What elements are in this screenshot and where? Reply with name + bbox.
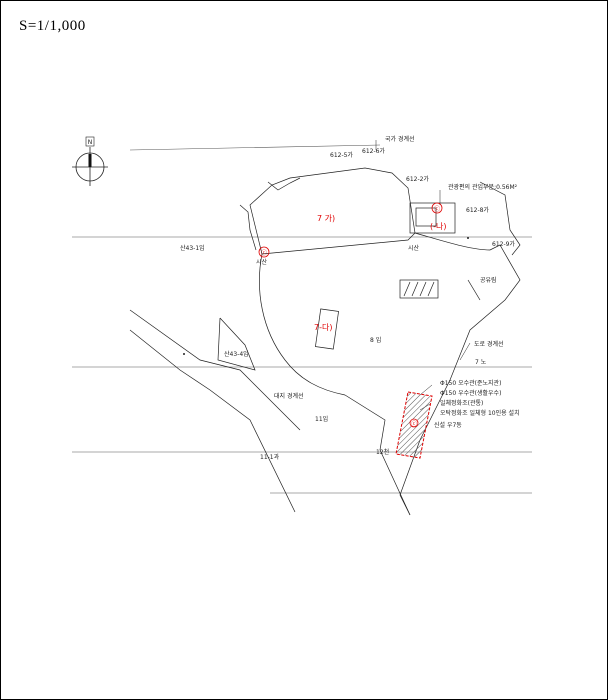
mountain-43-1: 산43-1임 [180,244,205,252]
boundary-top-label: 국가 경계선 [385,135,415,143]
annex-note: 관광편의 관입부분:0.56M² [448,183,518,191]
road-boundary: 도로 경계선 [474,340,504,348]
parcel-12: 12천 [376,448,389,456]
parcel-612-2ga: 612-2가 [406,175,429,183]
marker-3-label: ⓒ [411,420,417,428]
marker-circle-2: ⓒ [431,202,443,214]
parcel-8: 8 임 [370,336,381,344]
new-building-footprint: ⓒ [395,391,433,459]
pipe-2: Φ150 우수관(생활우수) [440,389,501,397]
node-a: 시산 [256,258,268,266]
septic: 일체정화조(관통) [440,399,483,407]
grid-lines [72,144,532,494]
mountain-43-4: 산43-4임 [224,350,249,358]
parcel-11-1: 11-1과 [260,453,280,461]
node-b: 시산 [408,244,420,252]
marker-circle-1: ⓒ [258,246,270,258]
parcel-boundaries [129,167,521,516]
marker-1-label: ⓒ [261,249,267,257]
north-arrow-icon: N [72,136,108,186]
zone-na: (-나) [430,222,447,231]
north-label: N [88,139,93,146]
zone-ga: 7 가) [317,214,335,223]
zone-da: 7-다) [314,323,332,332]
parcel-612-5ga: 612-5가 [330,151,353,159]
pipe-1: Φ150 오수관(준노지관) [440,379,501,387]
parcel-11: 11임 [315,415,328,423]
parcel-612-6ga: 612-6가 [362,147,385,155]
marker-2-label: ⓒ [434,205,440,213]
parcel-left-gap: 공유림 [480,276,497,284]
parcel-612-9ga: 612-9가 [492,240,515,248]
septic-note: 오탁정화조 일체형 10인용 설치 [440,409,520,417]
parcel-612-8ga: 612-8가 [466,206,489,214]
parcel-7: 7 노 [475,359,487,366]
site-boundary: 대지 경계선 [274,392,304,400]
scale-label: S=1/1,000 [19,18,86,34]
new-building: 신설 우7동 [434,421,462,429]
